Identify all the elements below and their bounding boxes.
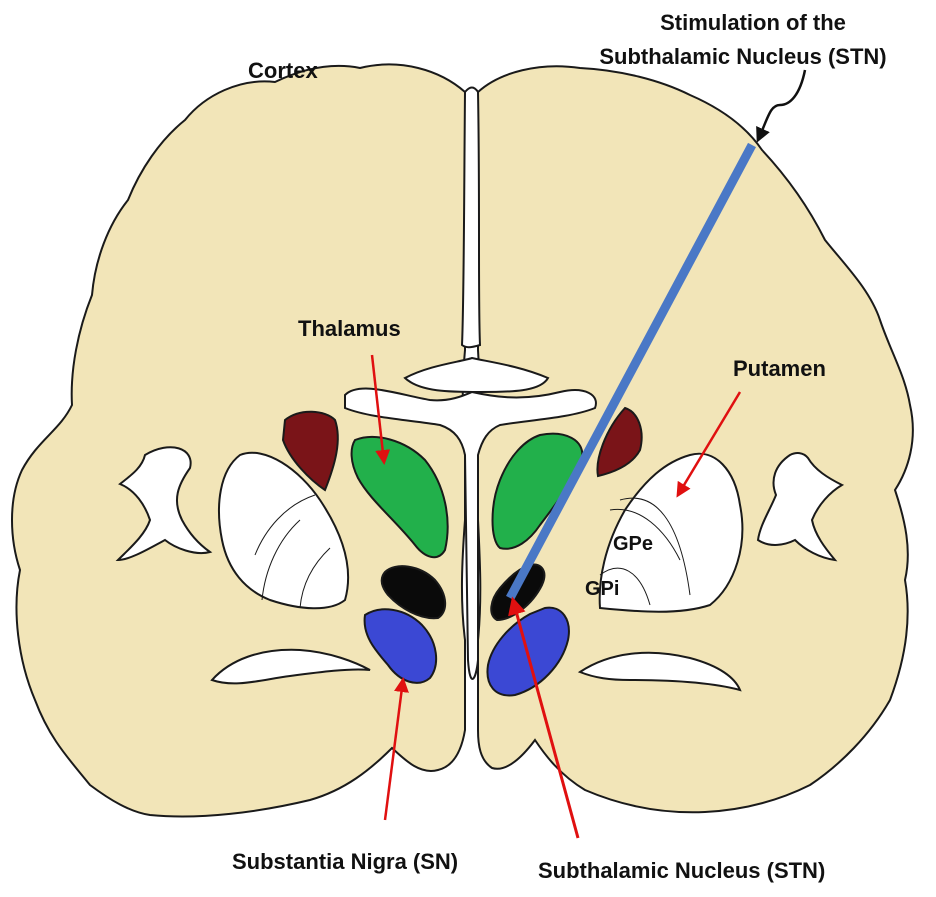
thalamus-label: Thalamus (298, 318, 401, 340)
substantia-nigra-label: Substantia Nigra (SN) (232, 851, 458, 873)
longitudinal-fissure (462, 88, 480, 348)
left-hemisphere (12, 64, 465, 816)
stimulation-label-line1: Stimulation of the (660, 12, 846, 34)
gpi-label: GPi (585, 579, 619, 599)
gpe-label: GPe (613, 534, 653, 554)
subthalamic-nucleus-label: Subthalamic Nucleus (STN) (538, 860, 825, 882)
cortex-label: Cortex (248, 60, 318, 82)
putamen-label: Putamen (733, 358, 826, 380)
stimulation-arrow (758, 70, 805, 140)
stimulation-label-line2: Subthalamic Nucleus (STN) (599, 46, 886, 68)
